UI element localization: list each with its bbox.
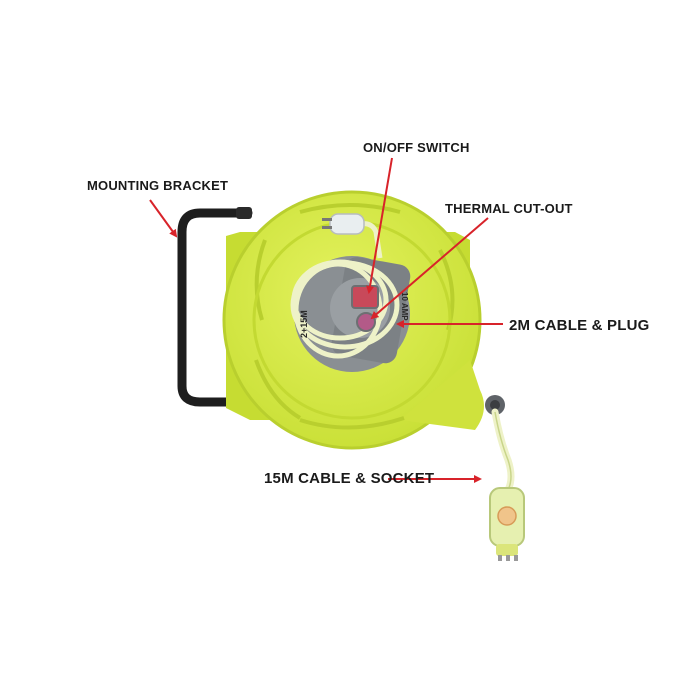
label-2m-cable-plug: 2M CABLE & PLUG (509, 317, 650, 334)
on-off-switch (351, 285, 379, 309)
side-cable-guide (485, 395, 505, 415)
hanging-cable (491, 408, 515, 494)
socket (489, 487, 525, 561)
label-on-off-switch: ON/OFF SWITCH (363, 140, 470, 155)
label-thermal-cut-out: THERMAL CUT-OUT (445, 201, 573, 216)
thermal-cut-out-button (356, 312, 376, 332)
label-15m-cable-socket: 15M CABLE & SOCKET (264, 470, 435, 487)
label-mounting-bracket: MOUNTING BRACKET (87, 178, 229, 193)
arrow-on-off-switch (366, 157, 393, 294)
arrow-mounting-bracket (149, 199, 178, 238)
arrow-thermal-cut-out (370, 217, 489, 320)
callout-arrows (149, 157, 503, 483)
hub-length-text: 2+15M (299, 310, 309, 338)
plug (322, 213, 365, 235)
hub-rating-text: 10 AMP (400, 292, 409, 321)
